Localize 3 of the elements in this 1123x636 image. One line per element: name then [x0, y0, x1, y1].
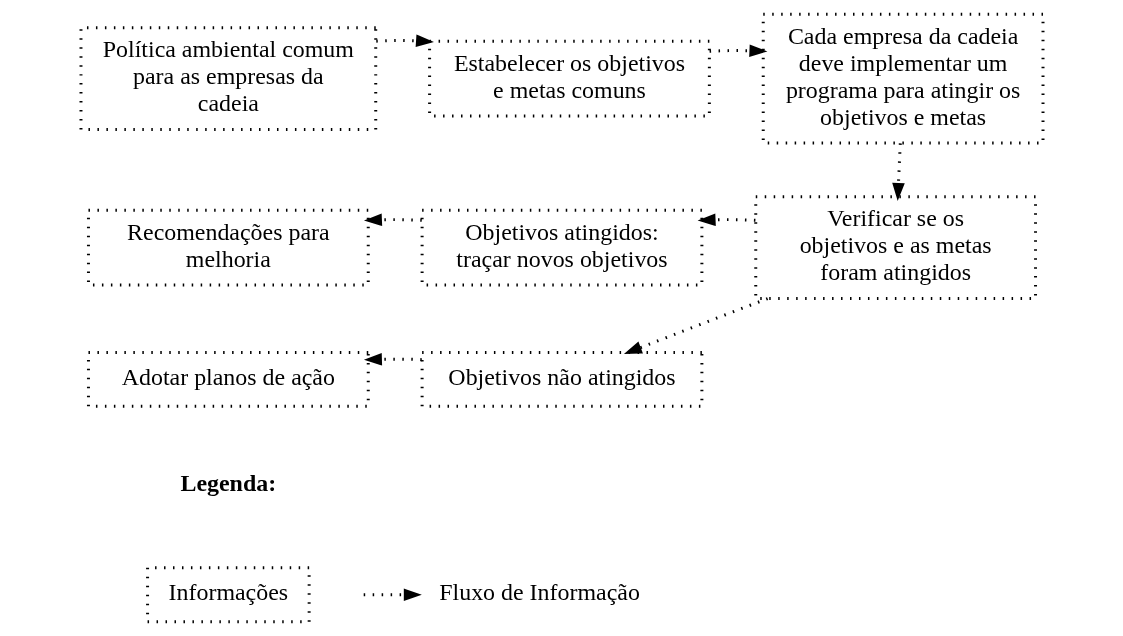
label: Legenda:	[179, 470, 276, 497]
legend-label: Fluxo de Informação	[438, 579, 640, 606]
legend-label: Informações	[168, 579, 288, 606]
